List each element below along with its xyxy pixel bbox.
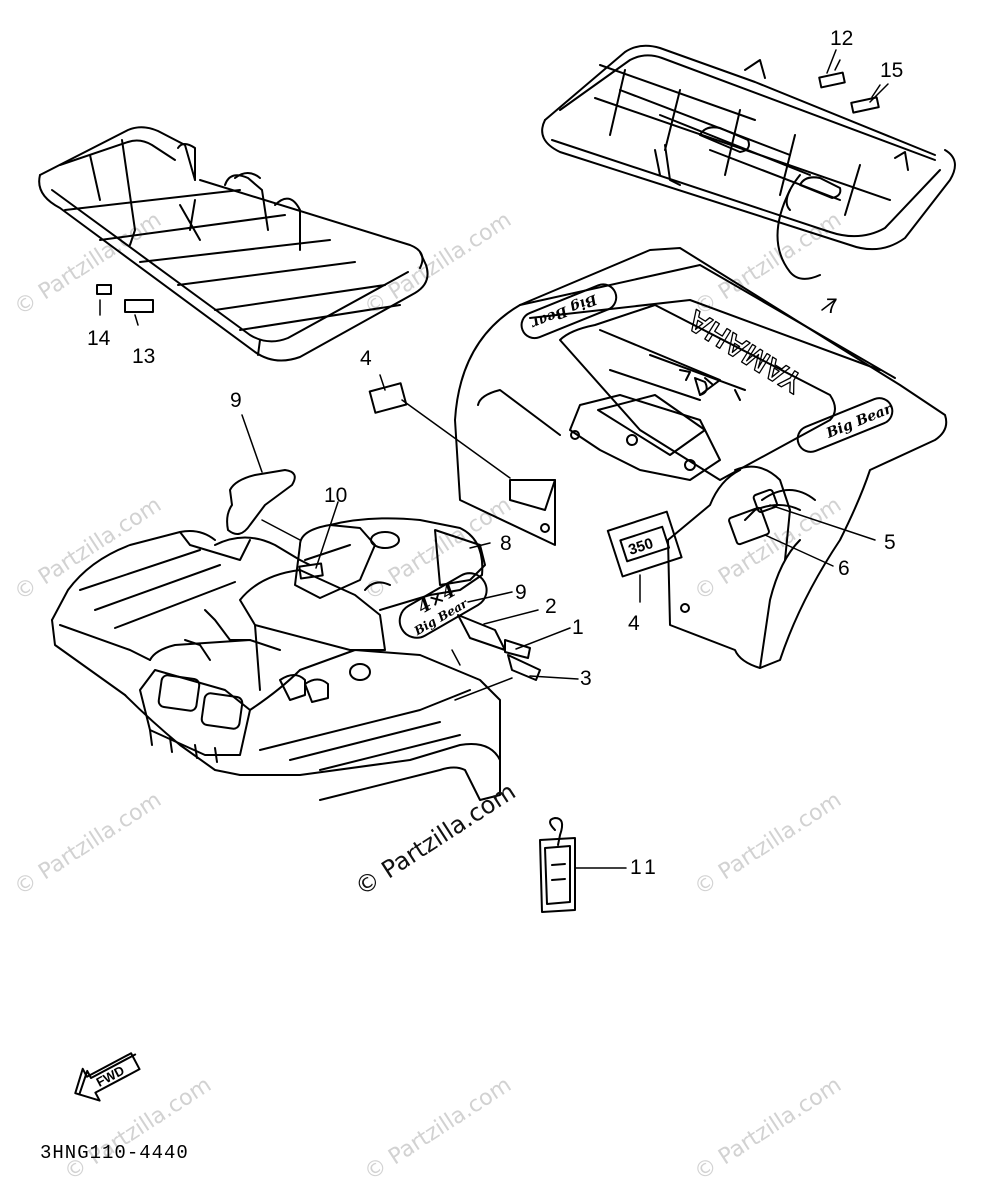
front-fender: 4×4 Big Bear [51,517,501,801]
decal-14 [96,284,112,295]
callout-8: 8 [500,532,512,555]
decal-12 [818,71,846,89]
callout-10: 10 [324,484,348,507]
fwd-arrow-icon: FWD [74,1052,141,1102]
callout-3: 3 [580,667,592,690]
callout-7: 7 [826,295,838,318]
callout-9-bottom: 9 [515,581,527,604]
size-badge-350: 350 [606,510,683,578]
decal-4-plate [368,382,408,414]
drawing-code: 3HNG110-4440 [40,1142,189,1164]
callout-5: 5 [884,531,896,554]
decal-1 [504,639,531,659]
callout-9-top: 9 [230,389,242,412]
rear-fender: Big Bear Big Bear YAMAHA 350 [454,247,948,669]
callout-14: 14 [87,327,111,350]
callout-6: 6 [838,557,850,580]
decal-13 [124,299,154,313]
decal-15 [850,96,880,114]
callout-15: 15 [880,59,904,82]
callout-11: 11 [630,856,660,879]
callout-12: 12 [830,27,854,50]
callout-4-top: 4 [360,347,372,370]
decal-9-top [226,469,296,535]
callout-1: 1 [572,616,584,639]
leader-lines [241,49,889,869]
front-carrier-rack [38,126,429,362]
svg-text:350: 350 [626,535,655,559]
decal-3 [507,654,541,681]
callout-2: 2 [545,595,557,618]
caution-tag [539,817,576,913]
callout-4-bottom: 4 [628,612,640,635]
callout-13: 13 [132,345,156,368]
rear-carrier-rack [541,44,956,280]
